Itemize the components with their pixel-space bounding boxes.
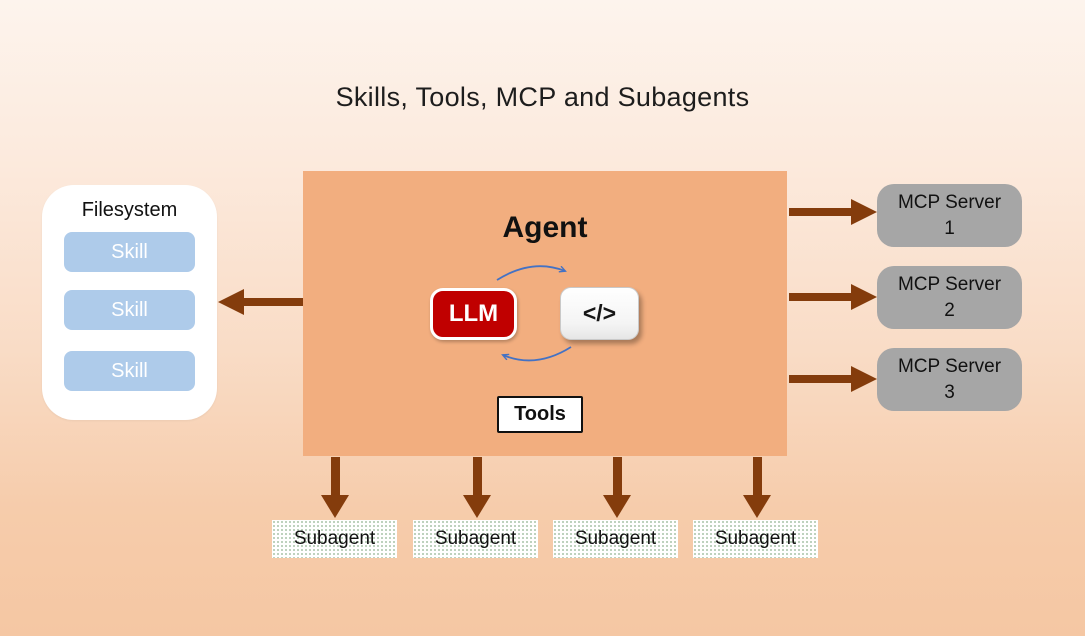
skill-box-3: Skill	[64, 351, 195, 391]
arrow-head	[851, 199, 877, 225]
diagram-title: Skills, Tools, MCP and Subagents	[335, 82, 750, 112]
filesystem-panel: Filesystem Skill Skill Skill	[42, 185, 217, 420]
skill-box-1: Skill	[64, 232, 195, 272]
skill-box-2: Skill	[64, 290, 195, 330]
arrow-head	[463, 495, 491, 518]
arrow-agent-to-mcp-2	[789, 284, 877, 310]
cycle-arrow-bottom	[503, 346, 572, 362]
cycle-arrow-top	[496, 265, 565, 281]
arrow-shaft	[473, 457, 482, 496]
arrow-head	[218, 289, 244, 315]
arrow-shaft	[789, 293, 853, 301]
mcp-server-3-box: MCP Server 3	[877, 348, 1022, 411]
mcp-server-label: MCP Server	[897, 355, 1002, 377]
mcp-server-number: 2	[944, 299, 955, 321]
arrow-agent-to-mcp-3	[789, 366, 877, 392]
mcp-server-label: MCP Server	[897, 273, 1002, 295]
arrow-shaft	[613, 457, 622, 496]
subagent-box-2: Subagent	[413, 520, 538, 558]
arrow-head	[743, 495, 771, 518]
arrow-head	[851, 284, 877, 310]
arrow-agent-to-subagent-4	[743, 457, 771, 518]
mcp-server-number: 3	[944, 381, 955, 403]
mcp-server-number: 1	[944, 217, 955, 239]
arrow-shaft	[242, 298, 303, 306]
arrow-agent-to-mcp-1	[789, 199, 877, 225]
arrow-shaft	[331, 457, 340, 496]
tools-box: Tools	[497, 396, 583, 433]
llm-box: LLM	[430, 288, 517, 340]
arrow-shaft	[753, 457, 762, 496]
arrow-agent-to-filesystem	[218, 289, 303, 315]
code-box: </>	[560, 287, 639, 340]
arrow-head	[603, 495, 631, 518]
mcp-server-label: MCP Server	[897, 191, 1002, 213]
arrow-agent-to-subagent-2	[463, 457, 491, 518]
mcp-server-2-box: MCP Server 2	[877, 266, 1022, 329]
arrow-head	[851, 366, 877, 392]
agent-box: Agent LLM </> Tools	[303, 171, 787, 456]
arrow-shaft	[789, 375, 853, 383]
arrow-agent-to-subagent-1	[321, 457, 349, 518]
arrow-head	[321, 495, 349, 518]
subagent-box-4: Subagent	[693, 520, 818, 558]
mcp-server-1-box: MCP Server 1	[877, 184, 1022, 247]
subagent-box-1: Subagent	[272, 520, 397, 558]
filesystem-label: Filesystem	[81, 199, 178, 221]
arrow-shaft	[789, 208, 853, 216]
arrow-agent-to-subagent-3	[603, 457, 631, 518]
subagent-box-3: Subagent	[553, 520, 678, 558]
agent-label: Agent	[502, 211, 588, 244]
